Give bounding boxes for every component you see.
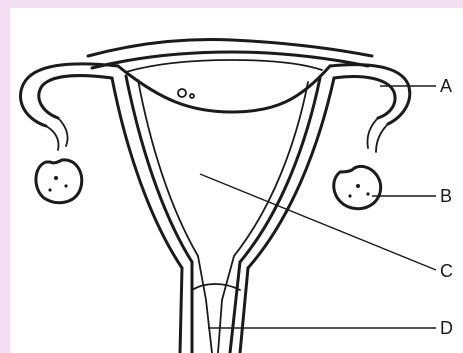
- label-c: C: [440, 261, 453, 281]
- right-fallopian-tube: [330, 65, 410, 152]
- label-b: B: [440, 186, 452, 206]
- right-ovary: [334, 166, 381, 208]
- left-border-strip: [0, 0, 10, 353]
- uterine-walls: [112, 76, 334, 268]
- label-d: D: [440, 318, 453, 338]
- cervix-vagina: [180, 256, 248, 353]
- top-border-strip: [0, 0, 463, 8]
- left-ovary: [36, 160, 82, 203]
- left-fallopian-tube: [20, 64, 118, 150]
- label-a: A: [440, 76, 452, 96]
